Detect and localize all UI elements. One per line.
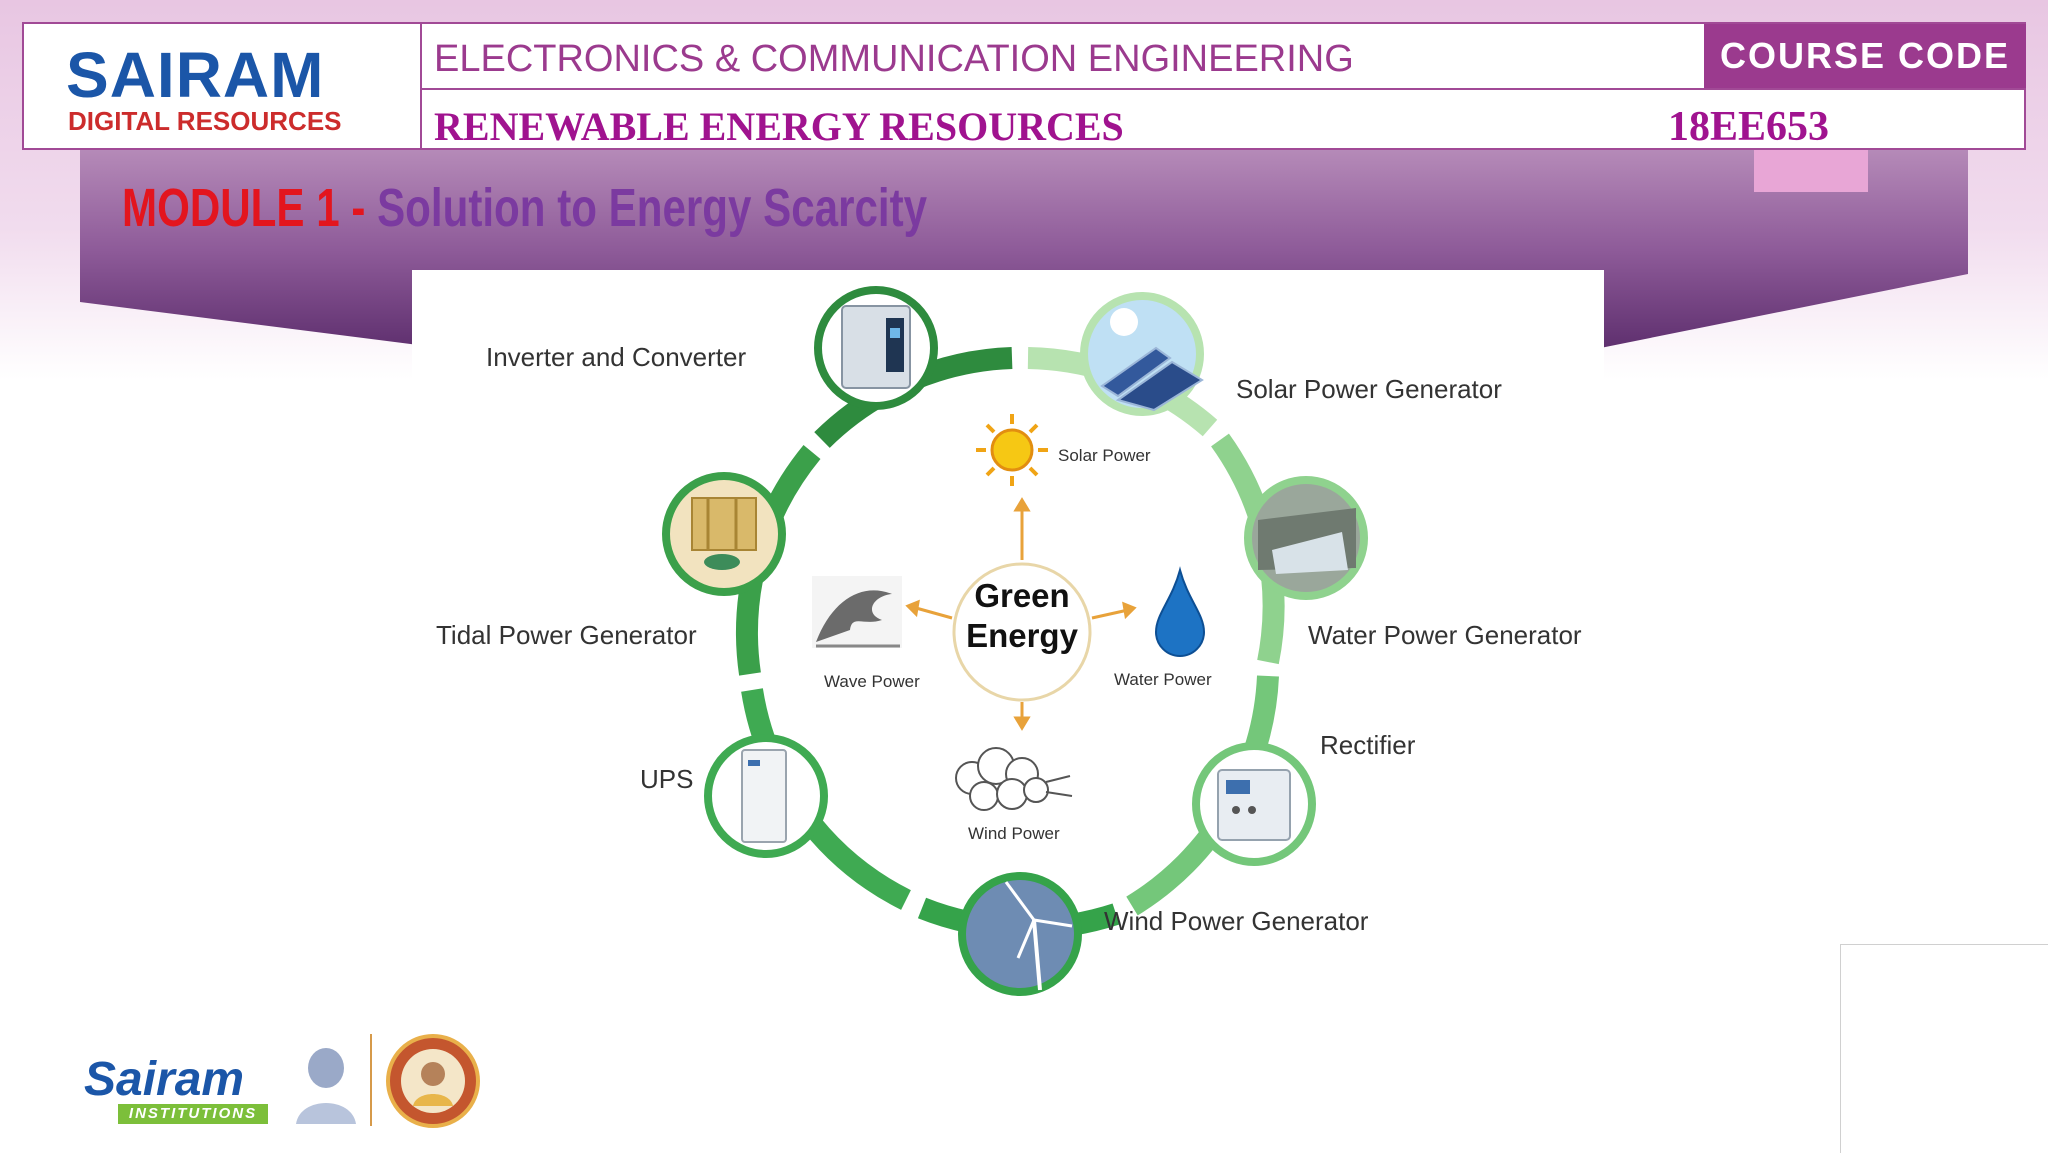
solar-power-label: Solar Power — [1058, 446, 1151, 465]
guru-portrait-icon — [296, 1048, 356, 1124]
wind-turbine-image-icon — [958, 872, 1082, 996]
energy-arrows — [905, 497, 1137, 731]
wave-power-label: Wave Power — [824, 672, 920, 691]
founder-seal-icon — [386, 1034, 480, 1128]
wave-icon — [812, 576, 902, 648]
sairam-digital-logo: SAIRAM DIGITAL RESOURCES — [24, 24, 422, 148]
header-divider — [420, 88, 2026, 90]
wind-cloud-icon — [955, 747, 1073, 811]
department-title: ELECTRONICS & COMMUNICATION ENGINEERING — [434, 38, 1354, 80]
logo-sub-text: DIGITAL RESOURCES — [68, 106, 342, 136]
solar-generator-label: Solar Power Generator — [1236, 374, 1502, 404]
green-energy-center: Green Energy — [940, 576, 1104, 656]
module-title: Solution to Energy Scarcity — [377, 178, 928, 238]
energy-cycle-graphic — [662, 286, 1368, 996]
footer-brand: Sairam — [84, 1053, 245, 1106]
footer-divider — [370, 1034, 372, 1126]
rectifier-image-icon — [1192, 742, 1316, 866]
course-code-label: COURSE CODE — [1704, 24, 2026, 88]
slide-header: SAIRAM DIGITAL RESOURCES ELECTRONICS & C… — [22, 22, 2026, 150]
tidal-image-icon — [662, 472, 786, 596]
water-drop-icon — [1154, 566, 1206, 657]
course-code-value: 18EE653 — [1668, 104, 1830, 150]
dam-image-icon — [1244, 476, 1368, 600]
water-generator-label: Water Power Generator — [1308, 620, 1582, 650]
pink-accent-tab — [1754, 150, 1868, 192]
solar-panel-image-icon — [1080, 292, 1204, 416]
center-circle — [952, 562, 1092, 702]
center-line-1: Green — [974, 577, 1070, 614]
tidal-generator-label: Tidal Power Generator — [436, 620, 697, 650]
module-label: MODULE 1 - — [122, 178, 378, 238]
logo-main-text: SAIRAM — [66, 39, 325, 111]
wind-power-label: Wind Power — [968, 824, 1060, 843]
corner-placeholder — [1840, 944, 2048, 1153]
rectifier-label: Rectifier — [1320, 730, 1416, 760]
module-heading: MODULE 1 - Solution to Energy Scarcity — [122, 176, 927, 240]
ups-label: UPS — [640, 764, 694, 794]
subject-title: RENEWABLE ENERGY RESOURCES — [434, 104, 1124, 149]
inverter-image-icon — [814, 286, 938, 410]
water-power-label: Water Power — [1114, 670, 1212, 689]
sairam-institutions-logo: Sairam INSTITUTIONS — [80, 1036, 360, 1126]
sun-icon — [976, 414, 1048, 486]
inverter-converter-label: Inverter and Converter — [486, 342, 747, 372]
footer-brand-sub: INSTITUTIONS — [118, 1104, 268, 1124]
wind-generator-label: Wind Power Generator — [1104, 906, 1369, 936]
center-line-2: Energy — [966, 617, 1078, 654]
ups-image-icon — [704, 734, 828, 858]
green-energy-diagram: Green Energy Solar Power Wave Power Wate… — [412, 270, 1604, 1010]
